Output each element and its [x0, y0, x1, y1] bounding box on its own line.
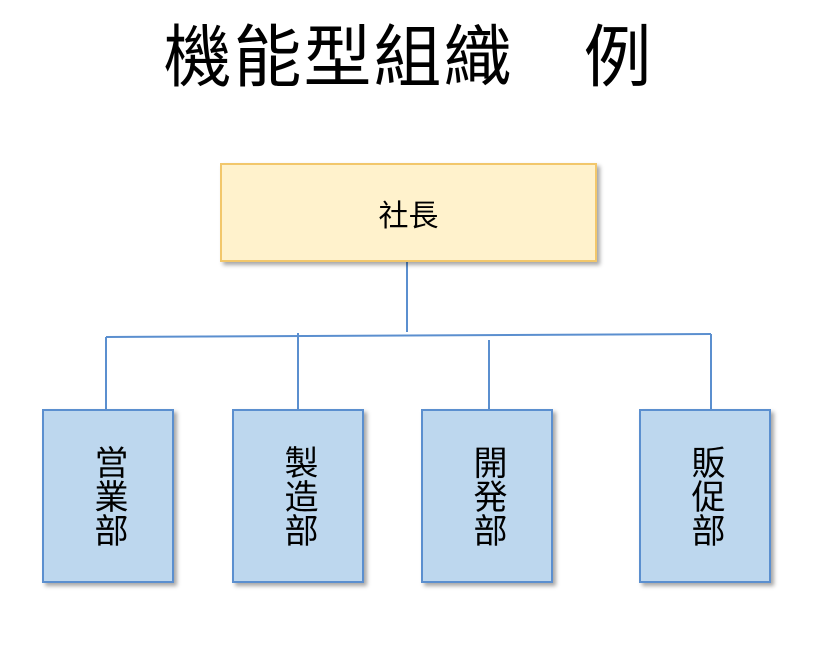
department-box-manufacturing: 製造部 [232, 409, 364, 583]
department-box-sales: 営業部 [42, 409, 174, 583]
department-label-development: 開発部 [467, 445, 507, 547]
department-label-sales: 営業部 [88, 445, 128, 547]
department-box-development: 開発部 [421, 409, 553, 583]
president-label: 社長 [378, 198, 439, 234]
department-label-manufacturing: 製造部 [278, 445, 318, 547]
slide-title: 機能型組織 例 [163, 19, 654, 98]
connector-horizontal-bar [105, 333, 712, 338]
department-box-promotion: 販促部 [639, 409, 771, 583]
department-label-promotion: 販促部 [685, 445, 725, 547]
president-box: 社長 [220, 163, 597, 262]
